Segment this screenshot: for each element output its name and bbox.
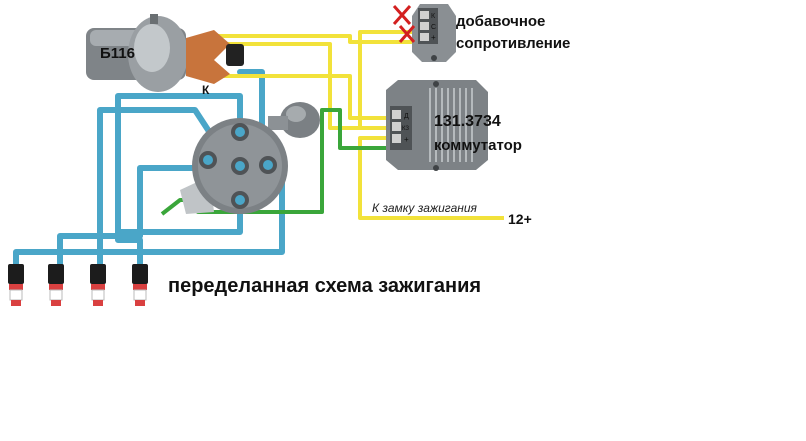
spark-plug-4 <box>132 264 148 306</box>
distributor-towers <box>199 123 277 209</box>
coil-hv-connector <box>226 44 244 66</box>
coil-to-commutator-wire <box>212 42 360 130</box>
coil-to-resistor-wire <box>212 34 418 44</box>
commutator-pin-d: Д <box>404 113 409 120</box>
resistor-title-line-1: добавочное <box>456 13 545 30</box>
coil-terminal-label: К <box>202 83 210 97</box>
coil-label: Б116 <box>100 45 135 62</box>
spark-plugs <box>8 264 148 306</box>
voltage-label: 12+ <box>508 211 532 227</box>
resistor-pin-c: С <box>431 24 436 31</box>
removed-wire-mark-1 <box>392 5 412 25</box>
resistor-pin-k: К <box>431 13 436 20</box>
distributor <box>180 102 320 214</box>
resistor-plus-wire <box>358 30 418 130</box>
commutator-pin-kz: КЗ <box>402 126 409 132</box>
coil-k-to-commutator-wire <box>212 74 392 120</box>
plug-wire-3 <box>97 107 215 271</box>
spark-plug-2 <box>48 264 64 306</box>
yellow-wires <box>212 30 504 220</box>
ignition-feed-wire <box>358 136 504 220</box>
additional-resistor: К С + добавочное сопротивление <box>392 4 570 62</box>
commutator: Д КЗ + 131.3734 коммутатор <box>386 80 522 171</box>
coil-terminal-copper <box>186 30 230 84</box>
ignition-coil: Б116 К <box>86 14 244 97</box>
plug-wire-4 <box>115 93 243 271</box>
resistor-pin-plus: + <box>431 33 436 42</box>
commutator-ribs <box>429 88 473 162</box>
removed-wire-mark-2 <box>398 25 416 43</box>
commutator-pin-plus: + <box>404 135 409 144</box>
plug-wire-2 <box>57 165 215 271</box>
resistor-title-line-2: сопротивление <box>456 35 570 52</box>
spark-plug-3 <box>90 264 106 306</box>
ignition-switch-label: К замку зажигания <box>372 201 478 215</box>
commutator-title: коммутатор <box>434 137 522 154</box>
diagram-caption: переделанная схема зажигания <box>168 275 481 297</box>
spark-plug-1 <box>8 264 24 306</box>
commutator-model: 131.3734 <box>434 113 501 130</box>
